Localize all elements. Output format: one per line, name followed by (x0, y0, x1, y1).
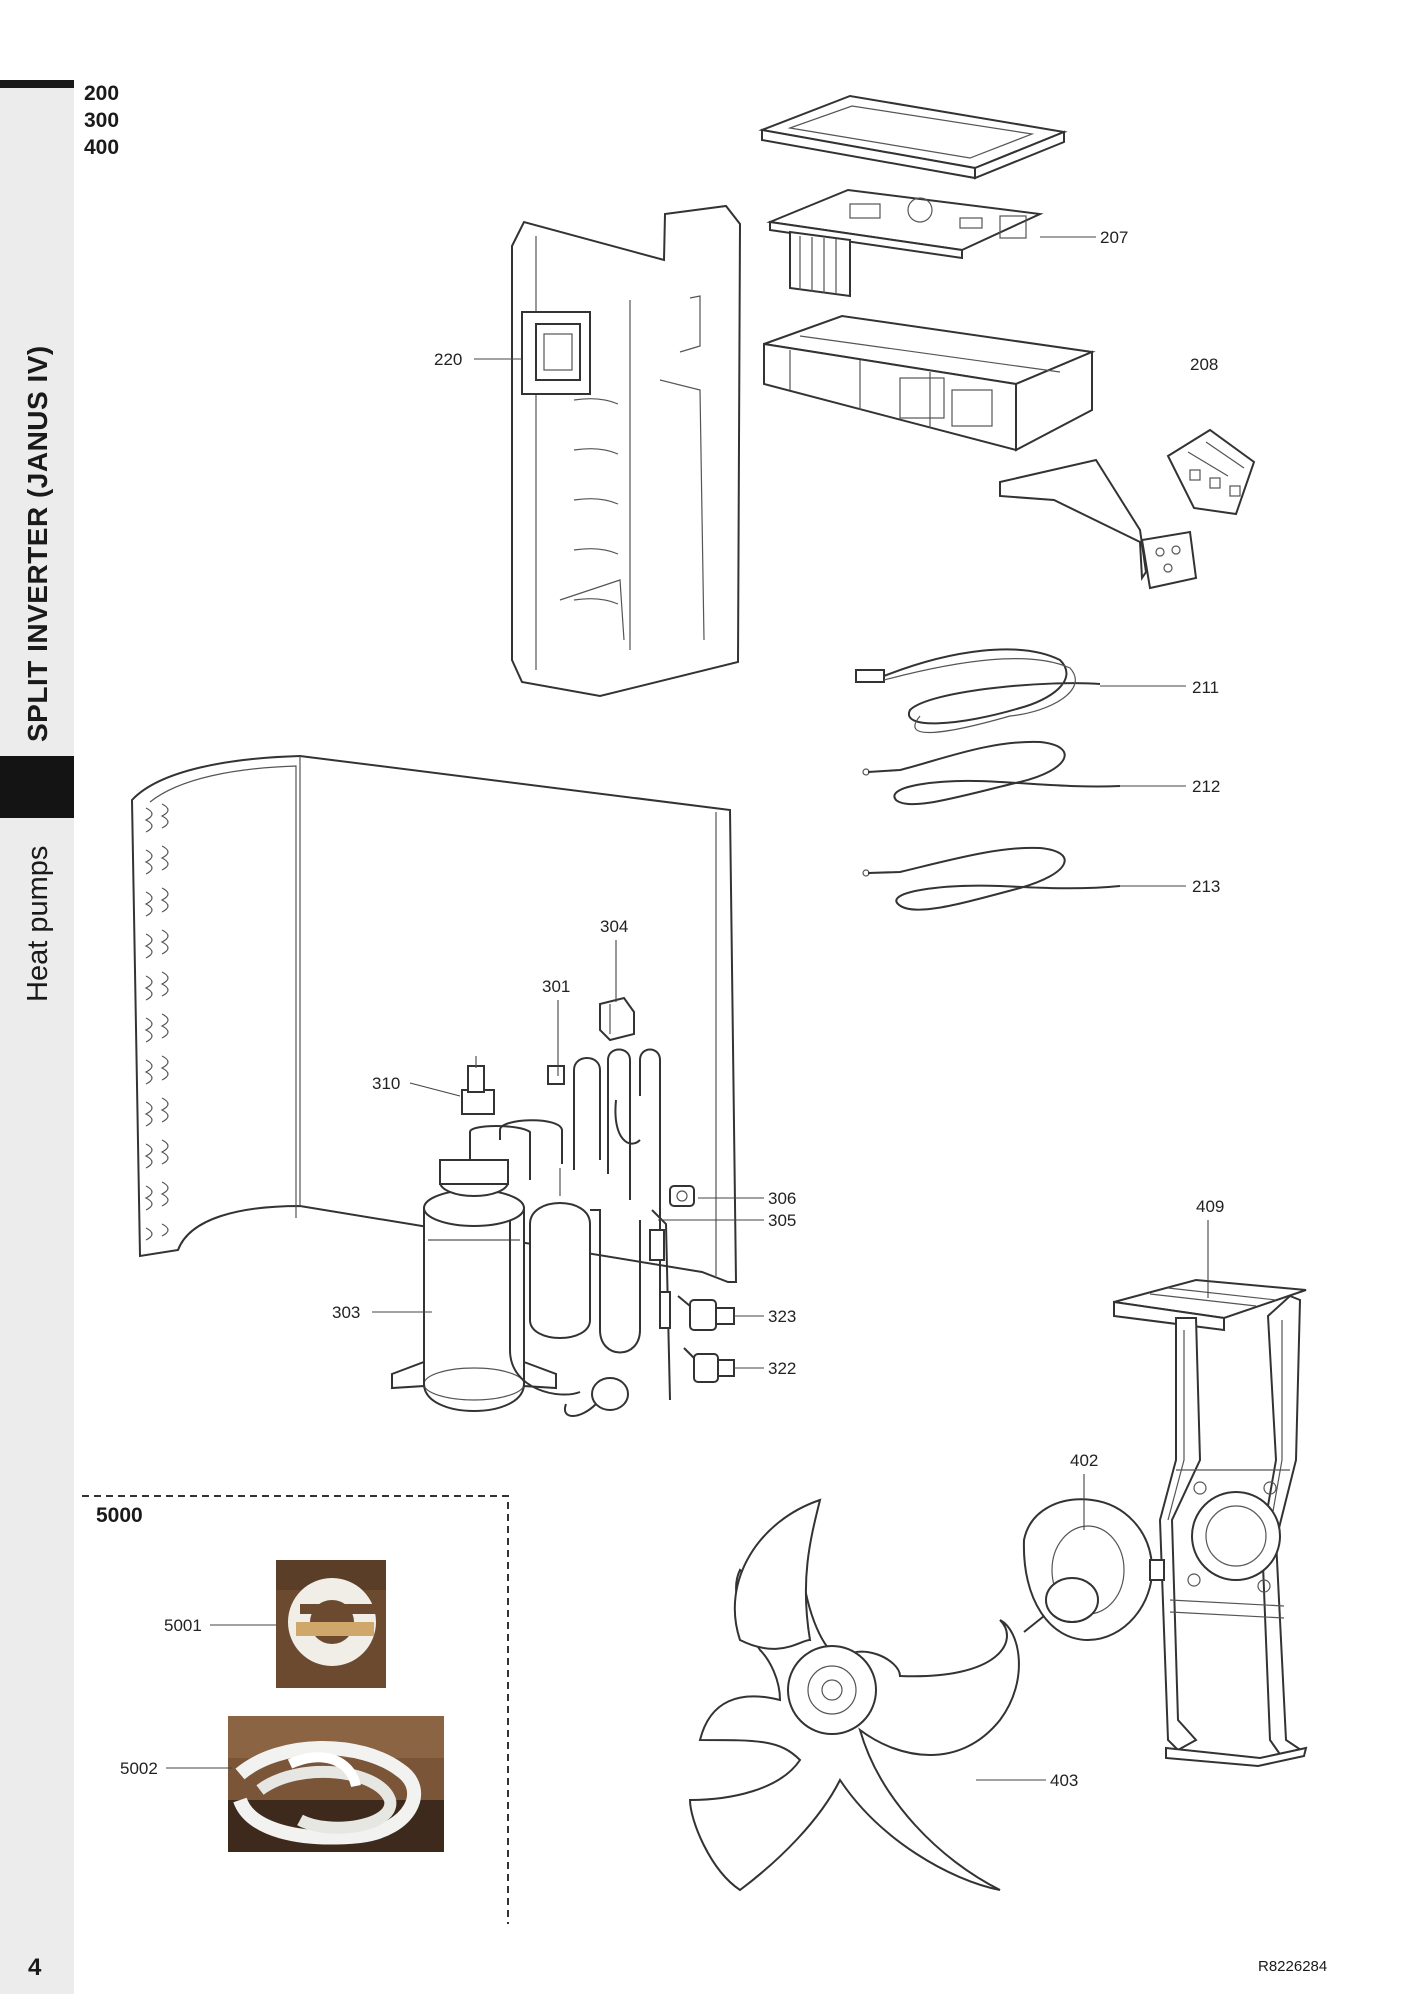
reactor (521, 311, 591, 395)
callout-304: 304 (600, 917, 628, 936)
sensor-cable-212 (862, 740, 1121, 806)
callout-303: 303 (332, 1303, 360, 1322)
document-reference: R8226284 (1258, 1958, 1328, 1975)
pressure-switch (461, 1056, 495, 1115)
electrical-box-tray (763, 314, 1096, 452)
top-cover (758, 94, 1068, 180)
fan-blade (688, 1498, 1020, 1892)
callout-207: 207 (1100, 228, 1128, 247)
compressor (391, 1159, 557, 1412)
callout-208: 208 (1190, 355, 1218, 374)
callout-301: 301 (542, 977, 570, 996)
sensor-clip-306 (669, 1185, 695, 1207)
model-list: 200 300 400 (84, 80, 119, 161)
cable-harness-211 (855, 648, 1101, 734)
callout-402: 402 (1070, 1451, 1098, 1470)
callout-323: 323 (768, 1307, 796, 1326)
fan-motor (1022, 1498, 1165, 1642)
partition-panel (511, 204, 742, 698)
accumulator (529, 1168, 591, 1339)
callout-220: 220 (434, 350, 462, 369)
callout-403: 403 (1050, 1771, 1078, 1790)
callout-212: 212 (1192, 777, 1220, 796)
callout-310: 310 (372, 1074, 400, 1093)
control-board (766, 188, 1044, 298)
callout-409: 409 (1196, 1197, 1224, 1216)
condenser-coil (130, 754, 738, 1283)
sidebar-top-bar (0, 80, 74, 88)
callout-213: 213 (1192, 877, 1220, 896)
page-number: 4 (28, 1954, 42, 1981)
model-number: 400 (84, 136, 120, 159)
photo-5001-split-ring (276, 1560, 386, 1688)
callout-306: 306 (768, 1189, 796, 1208)
callout-5002: 5002 (120, 1759, 158, 1778)
fan-motor-bracket (1113, 1278, 1308, 1768)
service-valve-322 (683, 1347, 735, 1383)
sidebar-strip (0, 82, 74, 1994)
sidebar-black-block (0, 756, 74, 818)
terminal-block (1166, 428, 1256, 516)
model-number: 300 (84, 109, 120, 132)
service-valve-323 (677, 1295, 735, 1331)
refrigerant-piping (469, 1048, 671, 1417)
terminal-bracket (999, 458, 1198, 590)
callout-211: 211 (1192, 678, 1219, 697)
model-number: 200 (84, 82, 120, 105)
coil-304 (599, 996, 635, 1042)
photo-5002-drain-hose (228, 1716, 444, 1852)
kit-title: 5000 (96, 1504, 143, 1527)
callout-322: 322 (768, 1359, 796, 1378)
callout-5001: 5001 (164, 1616, 202, 1635)
sensor-cable-213 (862, 846, 1121, 911)
callout-305: 305 (768, 1211, 796, 1230)
kit-dashed-border (82, 1495, 509, 1924)
